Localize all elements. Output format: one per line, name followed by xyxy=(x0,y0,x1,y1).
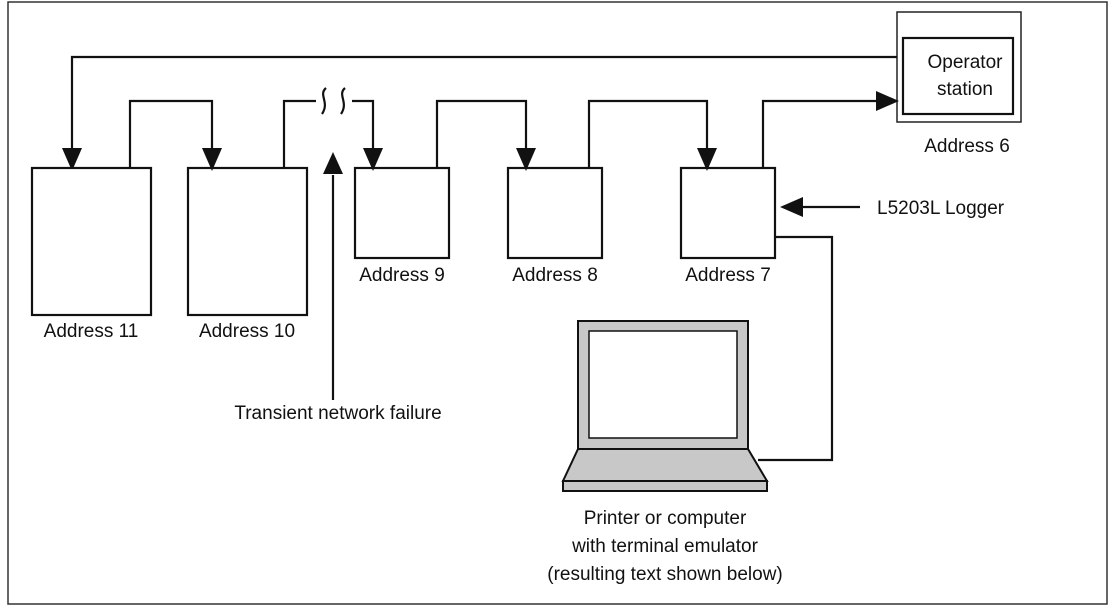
break-mark-left xyxy=(321,87,327,115)
laptop-screen xyxy=(588,330,738,439)
arrow-into-address-8 xyxy=(516,148,536,171)
node-label-address-11: Address 11 xyxy=(44,321,139,342)
break-mark-right xyxy=(340,87,346,115)
node-box-address-11 xyxy=(30,166,153,317)
node-label-address-9: Address 9 xyxy=(359,265,445,286)
operator-station-label-line1: Operator xyxy=(928,52,1004,73)
logger-label: L5203L Logger xyxy=(877,198,1005,219)
diagram-frame xyxy=(7,1,1108,605)
operator-station-address: Address 6 xyxy=(924,136,1010,157)
node-box-address-10 xyxy=(186,166,309,317)
terminal-caption-line3: (resulting text shown below) xyxy=(547,564,783,585)
failure-label: Transient network failure xyxy=(234,403,441,424)
terminal-cable xyxy=(758,235,834,462)
failure-pointer-arrow xyxy=(323,152,343,174)
laptop-base-edge xyxy=(562,480,768,492)
operator-station: Operator station Address 6 xyxy=(896,11,1022,157)
link-11-to-10 xyxy=(128,99,214,168)
operator-station-label-line2: station xyxy=(937,79,993,100)
terminal-caption-line2: with terminal emulator xyxy=(571,536,759,557)
arrow-into-address-9 xyxy=(363,148,383,171)
node-label-address-8: Address 8 xyxy=(512,265,598,286)
node-box-address-7 xyxy=(679,166,777,260)
link-9-to-8 xyxy=(435,99,528,168)
link-break-to-9 xyxy=(352,99,375,150)
return-line xyxy=(70,55,897,167)
terminal-caption-line1: Printer or computer xyxy=(584,508,747,529)
arrow-into-address-7 xyxy=(697,148,717,171)
link-7-to-operator xyxy=(761,99,880,168)
link-8-to-7 xyxy=(587,99,709,168)
link-10-to-break xyxy=(282,99,316,168)
node-box-address-9 xyxy=(353,166,451,260)
laptop-icon xyxy=(561,320,769,492)
node-label-address-7: Address 7 xyxy=(685,265,771,286)
arrow-into-address-11 xyxy=(62,148,82,171)
arrow-into-address-10 xyxy=(202,148,222,171)
logger-pointer-arrow xyxy=(780,197,803,217)
node-label-address-10: Address 10 xyxy=(199,321,295,342)
laptop-keyboard-base xyxy=(561,448,769,482)
operator-station-box xyxy=(901,36,1015,116)
node-box-address-8 xyxy=(506,166,604,260)
arrow-into-operator-station xyxy=(876,91,899,111)
